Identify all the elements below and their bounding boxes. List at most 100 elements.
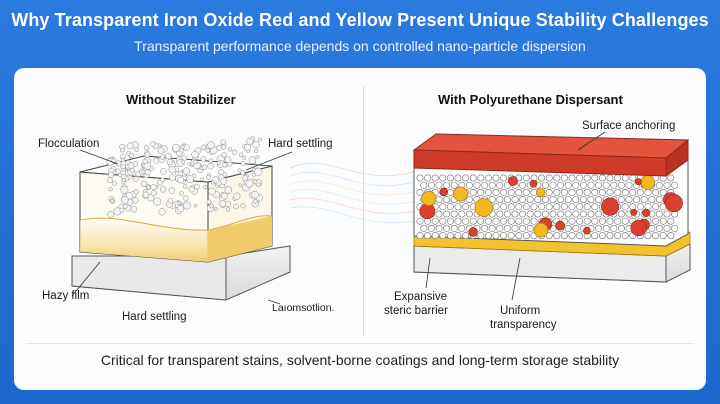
dispersed-particle bbox=[519, 196, 527, 204]
red-pigment-particle bbox=[508, 176, 518, 186]
floc-particle bbox=[160, 186, 167, 193]
dispersed-particle bbox=[617, 196, 625, 204]
dispersed-particle bbox=[439, 174, 447, 182]
dispersed-particle bbox=[667, 174, 675, 182]
dispersed-particle bbox=[587, 196, 595, 204]
dispersed-particle bbox=[644, 188, 652, 196]
floc-particle bbox=[130, 205, 138, 213]
yellow-pigment-particle bbox=[535, 187, 546, 198]
dispersed-particle bbox=[572, 196, 580, 204]
floc-particle bbox=[143, 145, 150, 151]
floc-particle bbox=[110, 199, 115, 204]
floc-particle bbox=[242, 155, 247, 160]
dispersed-particle bbox=[591, 174, 599, 182]
dispersed-particle bbox=[598, 188, 606, 196]
dispersed-particle bbox=[500, 232, 508, 240]
dispersed-particle bbox=[629, 174, 637, 182]
dispersed-particle bbox=[659, 232, 667, 240]
floc-particle bbox=[157, 147, 165, 155]
floc-particle bbox=[142, 158, 148, 165]
dispersed-particle bbox=[481, 224, 489, 232]
dispersed-particle bbox=[431, 174, 439, 182]
dispersed-particle bbox=[583, 188, 591, 196]
dispersed-particle bbox=[458, 210, 466, 218]
floc-particle bbox=[202, 164, 208, 170]
dispersed-particle bbox=[621, 203, 629, 211]
dispersed-particle bbox=[477, 188, 485, 196]
floc-particle bbox=[216, 161, 221, 165]
dispersed-particle bbox=[507, 217, 515, 225]
dispersed-particle bbox=[522, 217, 530, 225]
dispersed-particle bbox=[465, 196, 473, 204]
red-pigment-particle bbox=[555, 220, 566, 231]
label-flocculation: Flocculation bbox=[38, 138, 100, 150]
label-uniform: Uniform bbox=[500, 305, 541, 317]
dispersed-particle bbox=[435, 224, 443, 232]
left-heading: Without Stabilizer bbox=[126, 92, 236, 107]
left-particle-cloud bbox=[106, 136, 263, 218]
floc-particle bbox=[219, 200, 227, 208]
dispersed-particle bbox=[576, 188, 584, 196]
dispersed-particle bbox=[488, 224, 496, 232]
floc-particle bbox=[188, 186, 195, 193]
dispersed-particle bbox=[507, 232, 515, 240]
dispersed-particle bbox=[492, 232, 500, 240]
dispersed-particle bbox=[519, 224, 527, 232]
footer-divider bbox=[26, 343, 694, 344]
dispersed-particle bbox=[477, 232, 485, 240]
dispersed-particle bbox=[496, 210, 504, 218]
dispersed-particle bbox=[568, 174, 576, 182]
dispersed-particle bbox=[659, 217, 667, 225]
floc-particle bbox=[206, 199, 212, 205]
dispersed-particle bbox=[644, 232, 652, 240]
label-hazy-film: Hazy film bbox=[42, 290, 90, 302]
floc-particle bbox=[120, 147, 125, 153]
dispersed-particle bbox=[500, 203, 508, 211]
dispersed-particle bbox=[462, 217, 470, 225]
floc-particle bbox=[257, 137, 262, 142]
floc-particle bbox=[127, 162, 135, 169]
dispersed-particle bbox=[671, 181, 679, 189]
floc-particle bbox=[183, 184, 188, 189]
red-pigment-particle bbox=[630, 208, 638, 216]
label-transparency: transparency bbox=[490, 319, 557, 331]
dispersed-particle bbox=[621, 174, 629, 182]
dispersed-particle bbox=[420, 224, 428, 232]
dispersed-particle bbox=[568, 217, 576, 225]
dispersed-particle bbox=[625, 196, 633, 204]
dispersed-particle bbox=[541, 196, 549, 204]
floc-particle bbox=[233, 192, 241, 200]
floc-particle bbox=[176, 150, 183, 157]
dispersed-particle bbox=[469, 188, 477, 196]
dispersed-particle bbox=[648, 224, 656, 232]
label-expansive: Expansive bbox=[394, 291, 448, 303]
dispersed-particle bbox=[583, 217, 591, 225]
floc-particle bbox=[114, 168, 121, 175]
dispersed-particle bbox=[515, 188, 523, 196]
dispersed-particle bbox=[492, 203, 500, 211]
floc-particle bbox=[141, 169, 146, 174]
dispersed-particle bbox=[553, 232, 561, 240]
floc-particle bbox=[142, 191, 150, 199]
floc-particle bbox=[185, 175, 194, 183]
floc-particle bbox=[220, 139, 226, 145]
floc-particle bbox=[183, 144, 190, 151]
dispersed-particle bbox=[652, 217, 660, 225]
floc-particle bbox=[240, 203, 246, 209]
dispersed-particle bbox=[652, 188, 660, 196]
floc-particle bbox=[107, 177, 113, 183]
dispersed-particle bbox=[454, 203, 462, 211]
dispersed-particle bbox=[446, 188, 454, 196]
page-subtitle: Transparent performance depends on contr… bbox=[134, 38, 586, 54]
dispersed-particle bbox=[576, 217, 584, 225]
label-surface-anchoring: Surface anchoring bbox=[582, 120, 676, 132]
dispersed-particle bbox=[492, 188, 500, 196]
floc-particle bbox=[208, 187, 216, 196]
dispersed-particle bbox=[591, 232, 599, 240]
dispersed-particle bbox=[515, 203, 523, 211]
dispersed-particle bbox=[633, 196, 641, 204]
floc-particle bbox=[134, 147, 139, 152]
floc-particle bbox=[193, 160, 198, 165]
floc-particle bbox=[207, 141, 215, 149]
